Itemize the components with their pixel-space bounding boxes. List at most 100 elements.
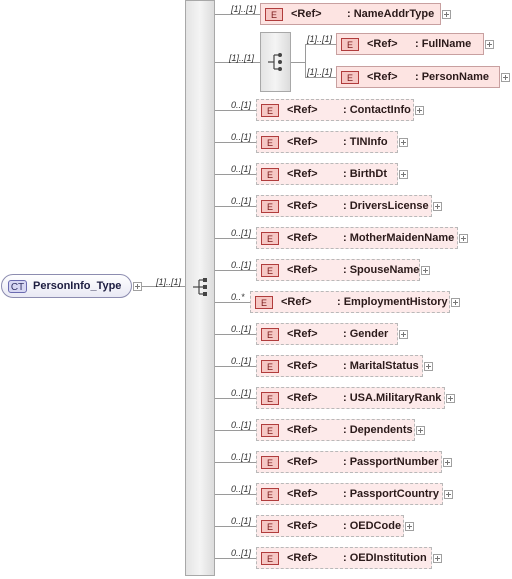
element-name: : MotherMaidenName [343, 232, 455, 244]
connector-line [305, 77, 336, 78]
element-node-oedcode[interactable]: E <Ref> : OEDCode [256, 515, 404, 537]
element-name: : FullName [415, 38, 472, 50]
cardinality-label: 0..[1] [231, 324, 252, 334]
element-ref: <Ref> [287, 232, 318, 244]
element-badge: E [261, 488, 279, 501]
cardinality-label: 0..[1] [231, 164, 252, 174]
element-name: : NameAddrType [347, 8, 435, 20]
cardinality-label: [1]..[1] [231, 4, 257, 14]
element-badge: E [341, 38, 359, 51]
element-badge: E [261, 520, 279, 533]
element-name: : TINInfo [343, 136, 388, 148]
expand-toggle-icon[interactable] [424, 362, 433, 371]
element-badge: E [261, 264, 279, 277]
element-badge: E [261, 104, 279, 117]
element-ref: <Ref> [367, 38, 398, 50]
expand-toggle-icon[interactable] [451, 298, 460, 307]
element-ref: <Ref> [287, 456, 318, 468]
element-node-dependents[interactable]: E <Ref> : Dependents [256, 419, 415, 441]
element-badge: E [261, 136, 279, 149]
element-node-passportnumber[interactable]: E <Ref> : PassportNumber [256, 451, 442, 473]
element-node-usa-militaryrank[interactable]: E <Ref> : USA.MilitaryRank [256, 387, 445, 409]
expand-toggle-icon[interactable] [501, 73, 510, 82]
expand-toggle-icon[interactable] [405, 522, 414, 531]
expand-toggle-icon[interactable] [485, 40, 494, 49]
element-name: : PassportCountry [343, 488, 439, 500]
element-ref: <Ref> [287, 104, 318, 116]
cardinality-label: 0..[1] [231, 132, 252, 142]
connector-line [215, 558, 256, 559]
element-badge: E [261, 552, 279, 565]
element-node-spousename[interactable]: E <Ref> : SpouseName [256, 259, 420, 281]
element-ref: <Ref> [287, 552, 318, 564]
connector-line [291, 62, 305, 63]
sequence-icon [193, 278, 207, 296]
element-ref: <Ref> [281, 296, 312, 308]
complex-type-node[interactable]: CT PersonInfo_Type [1, 274, 132, 298]
expand-toggle-icon[interactable] [399, 138, 408, 147]
expand-toggle-icon[interactable] [399, 330, 408, 339]
element-name: : OEDInstitution [343, 552, 427, 564]
element-name: : Dependents [343, 424, 413, 436]
cardinality-label: 0..[1] [231, 452, 252, 462]
element-ref: <Ref> [291, 8, 322, 20]
element-node-passportcountry[interactable]: E <Ref> : PassportCountry [256, 483, 443, 505]
connector-line [215, 334, 256, 335]
choice-compositor[interactable] [260, 32, 291, 92]
element-name: : ContactInfo [343, 104, 411, 116]
connector-line [215, 206, 256, 207]
element-badge: E [261, 232, 279, 245]
element-node-oedinstitution[interactable]: E <Ref> : OEDInstitution [256, 547, 432, 569]
connector-line [215, 174, 256, 175]
element-name: : DriversLicense [343, 200, 429, 212]
connector-line [215, 302, 250, 303]
element-node-maritalstatus[interactable]: E <Ref> : MaritalStatus [256, 355, 423, 377]
expand-toggle-icon[interactable] [433, 554, 442, 563]
expand-toggle-icon[interactable] [459, 234, 468, 243]
cardinality-label: 0..[1] [231, 356, 252, 366]
element-name: : PersonName [415, 71, 489, 83]
element-node-nameaddrtype[interactable]: E <Ref> : NameAddrType [260, 3, 441, 25]
element-node-gender[interactable]: E <Ref> : Gender [256, 323, 398, 345]
element-node-birthdt[interactable]: E <Ref> : BirthDt [256, 163, 398, 185]
expand-toggle-icon[interactable] [433, 202, 442, 211]
element-node-contactinfo[interactable]: E <Ref> : ContactInfo [256, 99, 414, 121]
element-node-tininfo[interactable]: E <Ref> : TINInfo [256, 131, 398, 153]
cardinality-label: 0..[1] [231, 196, 252, 206]
complex-type-name: PersonInfo_Type [33, 280, 122, 292]
expand-toggle-icon[interactable] [133, 282, 142, 291]
expand-toggle-icon[interactable] [416, 426, 425, 435]
cardinality-label: 0..[1] [231, 228, 252, 238]
connector-line [215, 110, 256, 111]
cardinality-label: 0..[1] [231, 100, 252, 110]
expand-toggle-icon[interactable] [443, 458, 452, 467]
expand-toggle-icon[interactable] [446, 394, 455, 403]
sequence-compositor[interactable] [185, 0, 215, 576]
element-ref: <Ref> [287, 136, 318, 148]
element-ref: <Ref> [287, 264, 318, 276]
element-badge: E [261, 328, 279, 341]
expand-toggle-icon[interactable] [415, 106, 424, 115]
element-node-driverslicense[interactable]: E <Ref> : DriversLicense [256, 195, 432, 217]
cardinality-label: 0..[1] [231, 516, 252, 526]
expand-toggle-icon[interactable] [399, 170, 408, 179]
connector-line [305, 44, 306, 77]
expand-toggle-icon[interactable] [442, 10, 451, 19]
cardinality-label: 0..[1] [231, 484, 252, 494]
expand-toggle-icon[interactable] [444, 490, 453, 499]
cardinality-label: [1]..[1] [307, 67, 333, 77]
element-node-mothermaidenname[interactable]: E <Ref> : MotherMaidenName [256, 227, 458, 249]
element-node-personname[interactable]: E <Ref> : PersonName [336, 66, 500, 88]
element-node-fullname[interactable]: E <Ref> : FullName [336, 33, 484, 55]
choice-cardinality: [1]..[1] [229, 53, 255, 63]
element-ref: <Ref> [287, 520, 318, 532]
element-name: : USA.MilitaryRank [343, 392, 442, 404]
connector-line [215, 142, 256, 143]
connector-line [215, 270, 256, 271]
element-name: : MaritalStatus [343, 360, 419, 372]
element-ref: <Ref> [287, 488, 318, 500]
cardinality-label: [1]..[1] [307, 34, 333, 44]
connector-line [215, 398, 256, 399]
expand-toggle-icon[interactable] [421, 266, 430, 275]
element-node-employmenthistory[interactable]: E <Ref> : EmploymentHistory [250, 291, 450, 313]
